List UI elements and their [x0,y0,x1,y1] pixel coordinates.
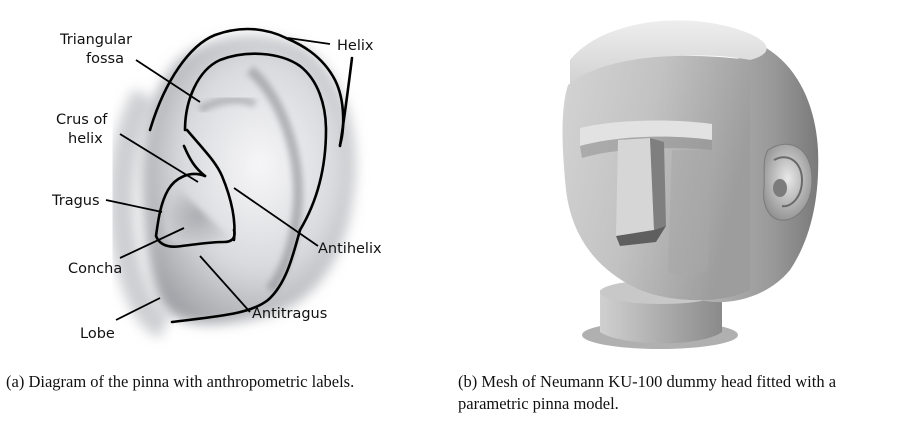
label-helix: Helix [337,38,374,54]
label-antihelix: Antihelix [318,241,382,257]
pinna-diagram: Triangular fossa Helix Crus of helix Tra… [0,0,440,370]
cheek-shading [668,150,712,276]
label-crus-of-helix-line1: Crus of [56,112,108,128]
label-crus-of-helix-line2: helix [68,131,103,147]
label-concha: Concha [68,261,122,277]
label-tragus: Tragus [51,193,100,209]
panel-a-pinna-diagram: Triangular fossa Helix Crus of helix Tra… [0,0,440,423]
caption-panel-a: (a) Diagram of the pinna with anthropome… [6,371,426,393]
caption-panel-b: (b) Mesh of Neumann KU-100 dummy head fi… [458,371,898,415]
dummy-head-mesh [450,0,898,370]
label-lobe: Lobe [80,326,115,342]
panel-b-dummy-head: (b) Mesh of Neumann KU-100 dummy head fi… [450,0,898,423]
nose [616,138,666,246]
label-triangular-fossa-line2: fossa [86,51,124,67]
label-triangular-fossa-line1: Triangular [59,32,132,48]
label-antitragus: Antitragus [252,306,327,322]
